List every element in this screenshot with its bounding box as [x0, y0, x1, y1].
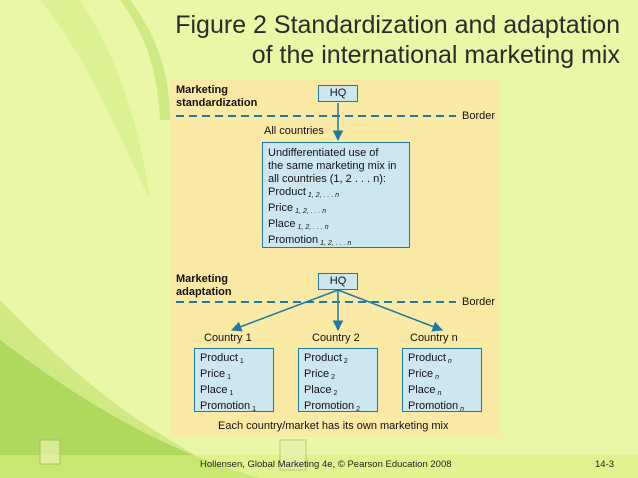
country-2-label: Country 2	[312, 332, 360, 344]
logo-mark	[39, 439, 307, 471]
title-line-2: of the international marketing mix	[251, 41, 620, 69]
all-countries-label: All countries	[264, 125, 324, 137]
hq-box-adaptation: HQ	[318, 273, 358, 290]
box-line: all countries (1, 2 . . . n):	[268, 173, 386, 185]
country-1-label: Country 1	[204, 332, 252, 344]
arrow-hq-to-country-n	[337, 289, 443, 332]
country-n-label: Country n	[410, 332, 458, 344]
title-line-1: Figure 2 Standardization and adaptation	[175, 11, 620, 39]
box-line: Undifferentiated use of	[268, 147, 379, 159]
adaptation-heading: Marketing adaptation	[176, 273, 232, 299]
standardized-mix-box: Undifferentiated use of the same marketi…	[262, 142, 410, 248]
heading-line: adaptation	[176, 286, 232, 298]
slide-title: Figure 2 Standardization and adaptation …	[150, 10, 620, 70]
arrow-hq-to-country-1	[231, 289, 339, 332]
diagram-panel: Marketing standardization HQ Border All …	[170, 80, 500, 437]
standardization-heading: Marketing standardization	[176, 84, 257, 110]
hq-box-standardization: HQ	[318, 85, 358, 102]
adaptation-caption: Each country/market has its own marketin…	[218, 420, 449, 432]
footer-credit: Hollensen, Global Marketing 4e, © Pearso…	[200, 459, 452, 470]
box-line: the same marketing mix in	[268, 160, 397, 172]
heading-line: standardization	[176, 97, 258, 109]
page-number: 14-3	[595, 459, 615, 470]
heading-line: Marketing	[176, 84, 228, 96]
border-label-top: Border	[462, 110, 496, 122]
border-label-bottom: Border	[462, 296, 496, 308]
heading-line: Marketing	[176, 273, 228, 285]
diagram-connectors	[176, 103, 456, 332]
